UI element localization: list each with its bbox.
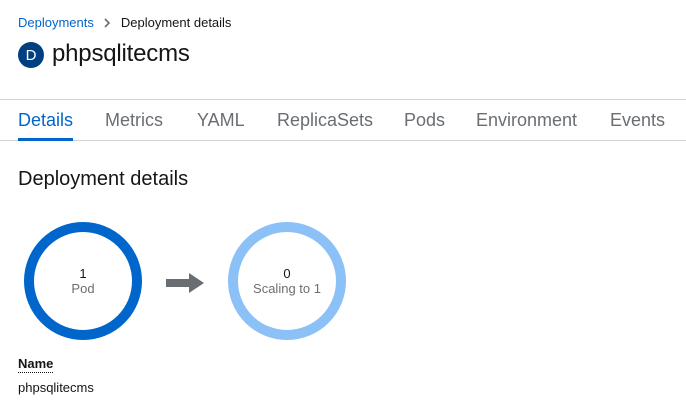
current-pod-count: 1 <box>79 266 87 281</box>
tab-details[interactable]: Details <box>18 100 74 141</box>
name-field-label: Name <box>18 356 54 373</box>
section-title: Deployment details <box>18 168 189 190</box>
current-pod-label: Pod <box>71 281 95 296</box>
page-title: phpsqlitecms <box>52 40 190 67</box>
chevron-right-icon <box>104 17 111 28</box>
tab-events[interactable]: Events <box>610 110 666 130</box>
current-pod-donut: 1 Pod <box>24 222 142 340</box>
deployment-badge-icon: D <box>18 42 44 68</box>
page-header: D phpsqlitecms <box>18 40 190 68</box>
name-field-value: phpsqlitecms <box>18 380 94 395</box>
right-arrow-icon <box>166 273 204 293</box>
breadcrumb-current: Deployment details <box>120 15 232 30</box>
tab-environment[interactable]: Environment <box>476 110 578 130</box>
tab-metrics[interactable]: Metrics <box>105 110 163 130</box>
target-pod-count: 0 <box>283 266 291 281</box>
breadcrumb-deployments-link[interactable]: Deployments <box>18 15 94 30</box>
target-pod-label: Scaling to 1 <box>253 281 321 296</box>
tab-pods[interactable]: Pods <box>404 110 446 130</box>
tab-replicasets[interactable]: ReplicaSets <box>277 110 374 130</box>
tab-yaml[interactable]: YAML <box>197 110 245 130</box>
tab-bar: Details Metrics YAML ReplicaSets Pods En… <box>0 99 686 141</box>
target-pod-donut: 0 Scaling to 1 <box>228 222 346 340</box>
breadcrumb: Deployments Deployment details <box>18 15 231 30</box>
